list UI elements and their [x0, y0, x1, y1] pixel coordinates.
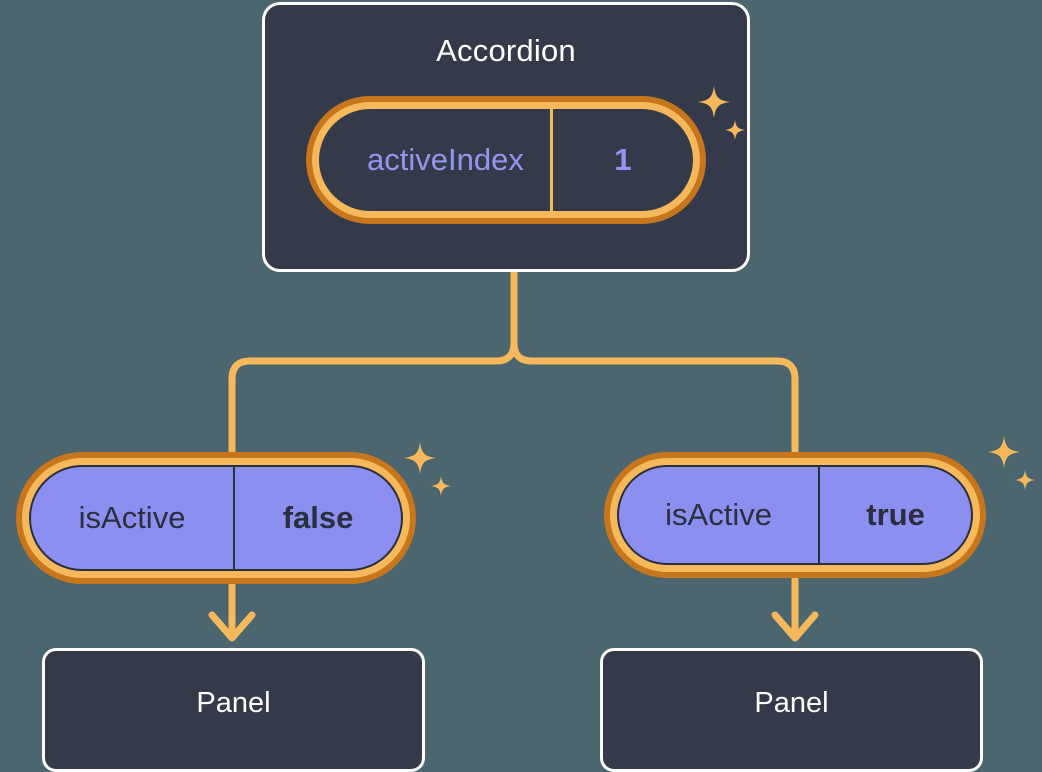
connector-branch-tree-right	[510, 268, 799, 464]
state-value-label: false	[282, 500, 354, 535]
pill-surface: activeIndex 1	[319, 109, 693, 211]
component-card-panel-left[interactable]: Panel	[42, 648, 425, 772]
pill-surface: isActive false	[29, 465, 403, 571]
pill-divider	[818, 467, 821, 563]
pill-divider	[549, 109, 553, 211]
connector-branch-tree	[228, 268, 518, 464]
state-key-label: activeIndex	[367, 142, 524, 177]
panel-title: Panel	[754, 687, 829, 719]
pill-divider	[233, 467, 236, 569]
state-key-label: isActive	[78, 500, 186, 535]
state-pill-isactive-false[interactable]: isActive false	[16, 452, 416, 584]
component-card-panel-right[interactable]: Panel	[600, 648, 983, 772]
connector-arrow-right-head	[771, 611, 819, 642]
state-pill-activeindex[interactable]: activeIndex 1	[306, 96, 706, 224]
state-value-label: true	[866, 497, 925, 532]
page-title: Accordion	[436, 33, 576, 68]
panel-title: Panel	[196, 687, 271, 719]
sparkle-icon	[988, 436, 1035, 490]
connector-arrow-left-head	[208, 611, 256, 642]
state-pill-isactive-true[interactable]: isActive true	[604, 452, 986, 578]
pill-surface: isActive true	[617, 465, 973, 565]
state-key-label: isActive	[665, 497, 772, 532]
state-value-label: 1	[614, 142, 632, 177]
